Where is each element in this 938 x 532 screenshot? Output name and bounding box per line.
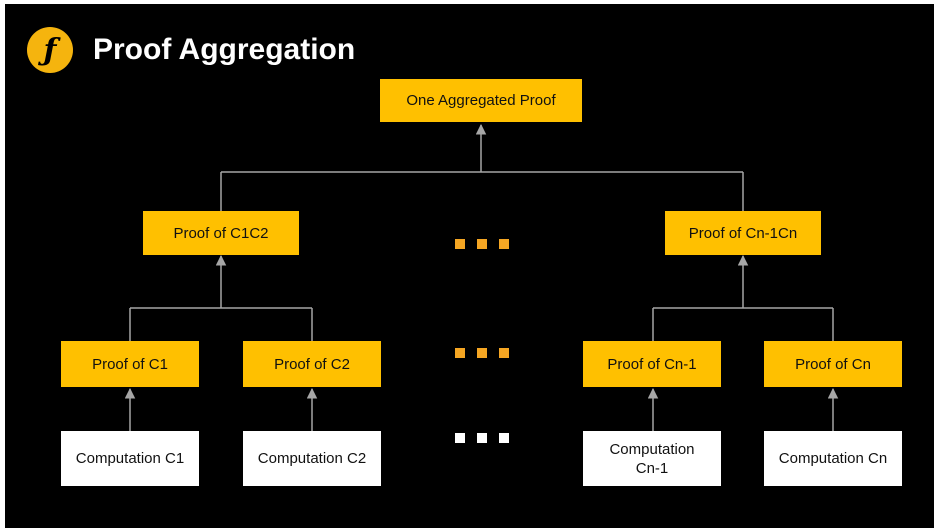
slide: ƒ Proof Aggregation xyxy=(5,4,934,528)
ellipsis-dot xyxy=(477,239,487,249)
ellipsis-dot xyxy=(455,348,465,358)
ellipsis-dot xyxy=(499,239,509,249)
node-computation-cn1: Computation Cn-1 xyxy=(583,431,721,486)
ellipsis-dot xyxy=(455,433,465,443)
node-proof-c2: Proof of C2 xyxy=(243,341,381,387)
ellipsis-dot xyxy=(499,433,509,443)
ellipsis-dot xyxy=(477,348,487,358)
node-computation-cn: Computation Cn xyxy=(764,431,902,486)
node-one-aggregated-proof: One Aggregated Proof xyxy=(380,79,582,122)
node-computation-c2: Computation C2 xyxy=(243,431,381,486)
node-proof-cn1cn: Proof of Cn-1Cn xyxy=(665,211,821,255)
ellipsis-dot xyxy=(455,239,465,249)
page-title: Proof Aggregation xyxy=(93,33,356,66)
ellipsis-dot xyxy=(477,433,487,443)
connector-lines xyxy=(124,123,839,432)
node-proof-c1: Proof of C1 xyxy=(61,341,199,387)
node-proof-cn: Proof of Cn xyxy=(764,341,902,387)
node-computation-c1: Computation C1 xyxy=(61,431,199,486)
ellipsis-dot xyxy=(499,348,509,358)
node-proof-cn1: Proof of Cn-1 xyxy=(583,341,721,387)
filecoin-logo-icon: ƒ xyxy=(27,27,73,73)
node-proof-c1c2: Proof of C1C2 xyxy=(143,211,299,255)
